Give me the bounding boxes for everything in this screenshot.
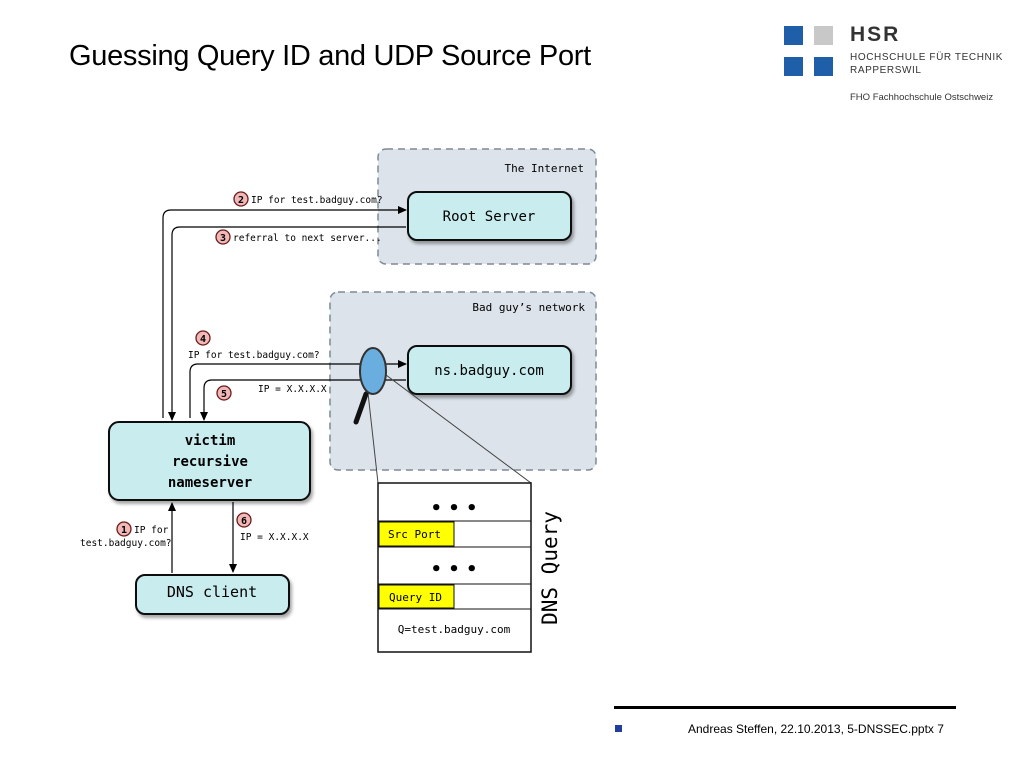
footer-rule <box>614 706 956 709</box>
ns-badguy-label: ns.badguy.com <box>434 363 544 379</box>
victim-label-line3: nameserver <box>168 475 252 491</box>
hsr-logo: HSR HOCHSCHULE FÜR TECHNIK RAPPERSWIL FH… <box>784 23 1016 106</box>
logo-square <box>814 26 833 45</box>
badguy-region-label: Bad guy’s network <box>472 301 585 314</box>
step-2-marker: 2 <box>233 191 249 207</box>
packet-ellipsis-middle: • • • <box>430 559 477 580</box>
dns-query-packet <box>377 482 532 653</box>
logo-name: HSR <box>850 23 901 46</box>
src-port-label: Src Port <box>388 528 441 541</box>
step-5-label: IP = X.X.X.X <box>258 384 327 395</box>
query-id-field <box>378 584 455 609</box>
step-3-label: referral to next server... <box>233 233 382 244</box>
victim-nameserver-node <box>108 421 311 501</box>
victim-label-line2: recursive <box>172 454 248 470</box>
victim-label-line1: victim <box>185 433 236 449</box>
step-1-label-line1: IP for <box>134 525 169 536</box>
svg-text:1: 1 <box>121 525 127 536</box>
logo-line1: HOCHSCHULE FÜR TECHNIK <box>850 52 1004 63</box>
dns-client-label: DNS client <box>167 583 257 601</box>
arrow-step-4 <box>189 360 407 418</box>
step-2-label: IP for test.badguy.com? <box>251 195 383 206</box>
step-1-label-line2: test.badguy.com? <box>80 538 172 549</box>
arrow-step-3 <box>168 226 406 421</box>
step-1-marker: 1 <box>116 521 132 537</box>
footer-bullet <box>615 725 622 732</box>
logo-square <box>814 57 833 76</box>
packet-ellipsis-top: • • • <box>430 498 477 519</box>
step-4-label: IP for test.badguy.com? <box>188 350 320 361</box>
svg-text:5: 5 <box>221 389 227 400</box>
dns-query-side-label: DNS Query <box>538 511 562 625</box>
step-6-marker: 6 <box>236 512 252 528</box>
ns-badguy-node <box>407 345 572 395</box>
arrow-step-2 <box>162 206 407 418</box>
internet-region-label: The Internet <box>505 162 584 175</box>
zoom-line-left <box>367 392 379 484</box>
src-port-field <box>378 521 455 547</box>
dns-client-node <box>135 574 290 615</box>
svg-text:4: 4 <box>200 334 206 345</box>
step-4-marker: 4 <box>195 330 211 346</box>
question-label: Q=test.badguy.com <box>398 623 511 636</box>
logo-line2: RAPPERSWIL <box>850 65 922 76</box>
svg-text:3: 3 <box>220 233 226 244</box>
logo-line3: FHO Fachhochschule Ostschweiz <box>850 92 994 103</box>
root-server-label: Root Server <box>443 209 536 225</box>
zoom-line-right <box>381 371 532 484</box>
logo-square <box>784 26 803 45</box>
svg-text:6: 6 <box>241 516 247 527</box>
step-6-label: IP = X.X.X.X <box>240 532 309 543</box>
magnifier-icon <box>353 347 387 425</box>
footer-text: Andreas Steffen, 22.10.2013, 5-DNSSEC.pp… <box>688 722 944 736</box>
root-server-node <box>407 191 572 241</box>
query-id-label: Query ID <box>389 591 442 604</box>
svg-text:2: 2 <box>238 195 244 206</box>
slide-title: Guessing Query ID and UDP Source Port <box>69 40 591 72</box>
arrow-step-5 <box>200 379 406 421</box>
logo-square <box>784 57 803 76</box>
step-3-marker: 3 <box>215 229 231 245</box>
step-5-marker: 5 <box>216 385 232 401</box>
